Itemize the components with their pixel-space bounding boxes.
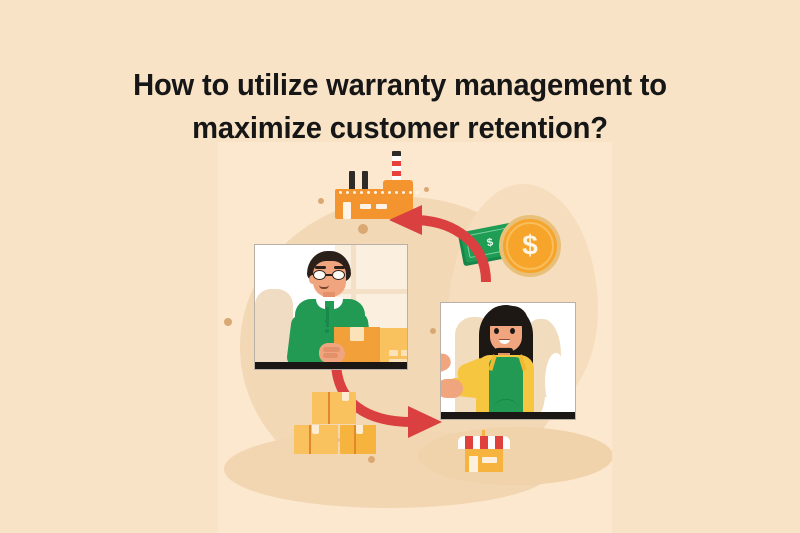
ground-ellipse-inner	[418, 427, 612, 485]
money-icon: $ $	[460, 215, 561, 285]
page-title: How to utilize warranty management to ma…	[24, 63, 776, 149]
page-title-line-2: maximize customer retention?	[192, 109, 608, 145]
coin-icon: $	[499, 215, 561, 277]
glasses-icon	[312, 270, 348, 280]
package-box	[340, 425, 376, 454]
arrow-left-curved	[389, 205, 491, 283]
decor-dot	[336, 438, 340, 442]
customer-hand	[441, 379, 463, 398]
coin-symbol: $	[522, 229, 538, 261]
decor-dot	[424, 187, 429, 192]
decor-dot	[368, 456, 375, 463]
package-box	[312, 392, 356, 424]
decor-dot	[318, 198, 324, 204]
warehouse-worker-photo	[254, 244, 408, 370]
customer-photo	[440, 302, 576, 420]
package-box	[294, 425, 338, 454]
arrow-right-curved	[331, 363, 442, 438]
package-stack-icon	[294, 392, 376, 454]
decor-dot	[430, 328, 436, 334]
factory-icon	[335, 151, 419, 219]
illustration-panel: $ $	[218, 142, 612, 533]
page-title-line-1: How to utilize warranty management to	[133, 66, 667, 102]
decor-dot	[224, 318, 232, 326]
storefront-icon	[458, 428, 510, 472]
worker-hand	[319, 343, 345, 363]
decor-dot	[358, 224, 368, 234]
smokestack-icon	[392, 151, 401, 181]
